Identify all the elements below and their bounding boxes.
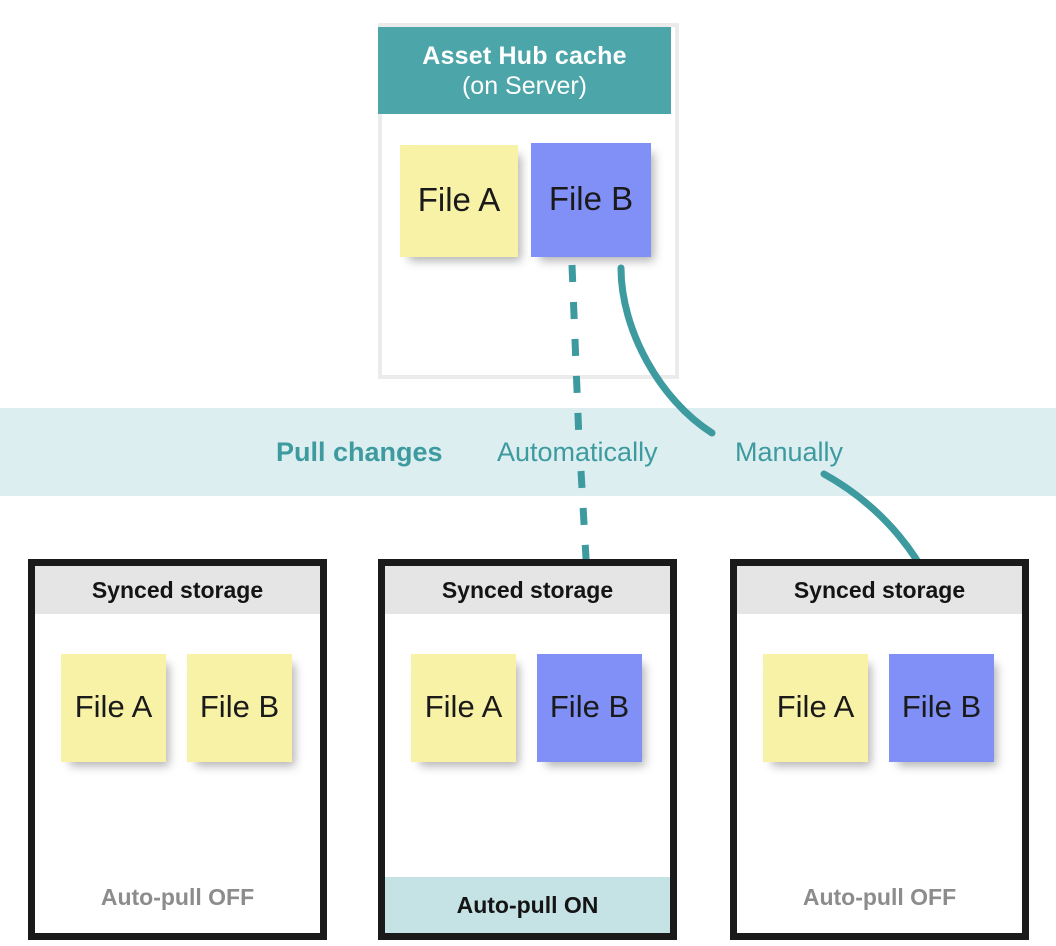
- panel-3-auto-pull-status: Auto-pull OFF: [802, 883, 957, 910]
- panel-2-note-file-a: File A: [411, 654, 516, 762]
- synced-storage-panel-2[interactable]: Synced storage File A File B Auto-pull O…: [378, 559, 677, 940]
- asset-hub-cache-subtitle: (on Server): [461, 71, 588, 100]
- panel-1-note-file-a: File A: [61, 654, 166, 762]
- panel-1-auto-pull-status: Auto-pull OFF: [100, 883, 255, 910]
- manually-label: Manually: [735, 436, 844, 467]
- asset-hub-cache-header: Asset Hub cache (on Server): [378, 27, 671, 114]
- cache-note-file-b: File B: [531, 143, 651, 257]
- panel-1-note-file-a-label: File A: [74, 689, 153, 724]
- panel-1-header: Synced storage: [35, 566, 320, 614]
- panel-2-note-file-b: File B: [537, 654, 642, 762]
- panel-3-note-file-a-label: File A: [776, 689, 855, 724]
- cache-note-file-b-label: File B: [548, 180, 634, 217]
- panel-3-header: Synced storage: [737, 566, 1022, 614]
- panel-2-auto-pull-status: Auto-pull ON: [385, 877, 670, 933]
- synced-storage-panel-3[interactable]: Synced storage File A File B Auto-pull O…: [730, 559, 1029, 940]
- panel-2-header: Synced storage: [385, 566, 670, 614]
- automatically-label: Automatically: [497, 436, 658, 467]
- cache-note-file-a-label: File A: [417, 181, 501, 218]
- panel-3-note-file-a: File A: [763, 654, 868, 762]
- panel-1-note-file-b: File B: [187, 654, 292, 762]
- panel-1-note-file-b-label: File B: [199, 689, 280, 724]
- synced-storage-panel-1[interactable]: Synced storage File A File B Auto-pull O…: [28, 559, 327, 940]
- asset-hub-cache-title: Asset Hub cache: [422, 42, 627, 70]
- panel-3-note-file-b: File B: [889, 654, 994, 762]
- panel-2-note-file-a-label: File A: [424, 689, 503, 724]
- cache-note-file-a: File A: [400, 145, 518, 257]
- pull-changes-label: Pull changes: [276, 436, 443, 467]
- panel-3-note-file-b-label: File B: [901, 689, 982, 724]
- panel-2-note-file-b-label: File B: [549, 689, 630, 724]
